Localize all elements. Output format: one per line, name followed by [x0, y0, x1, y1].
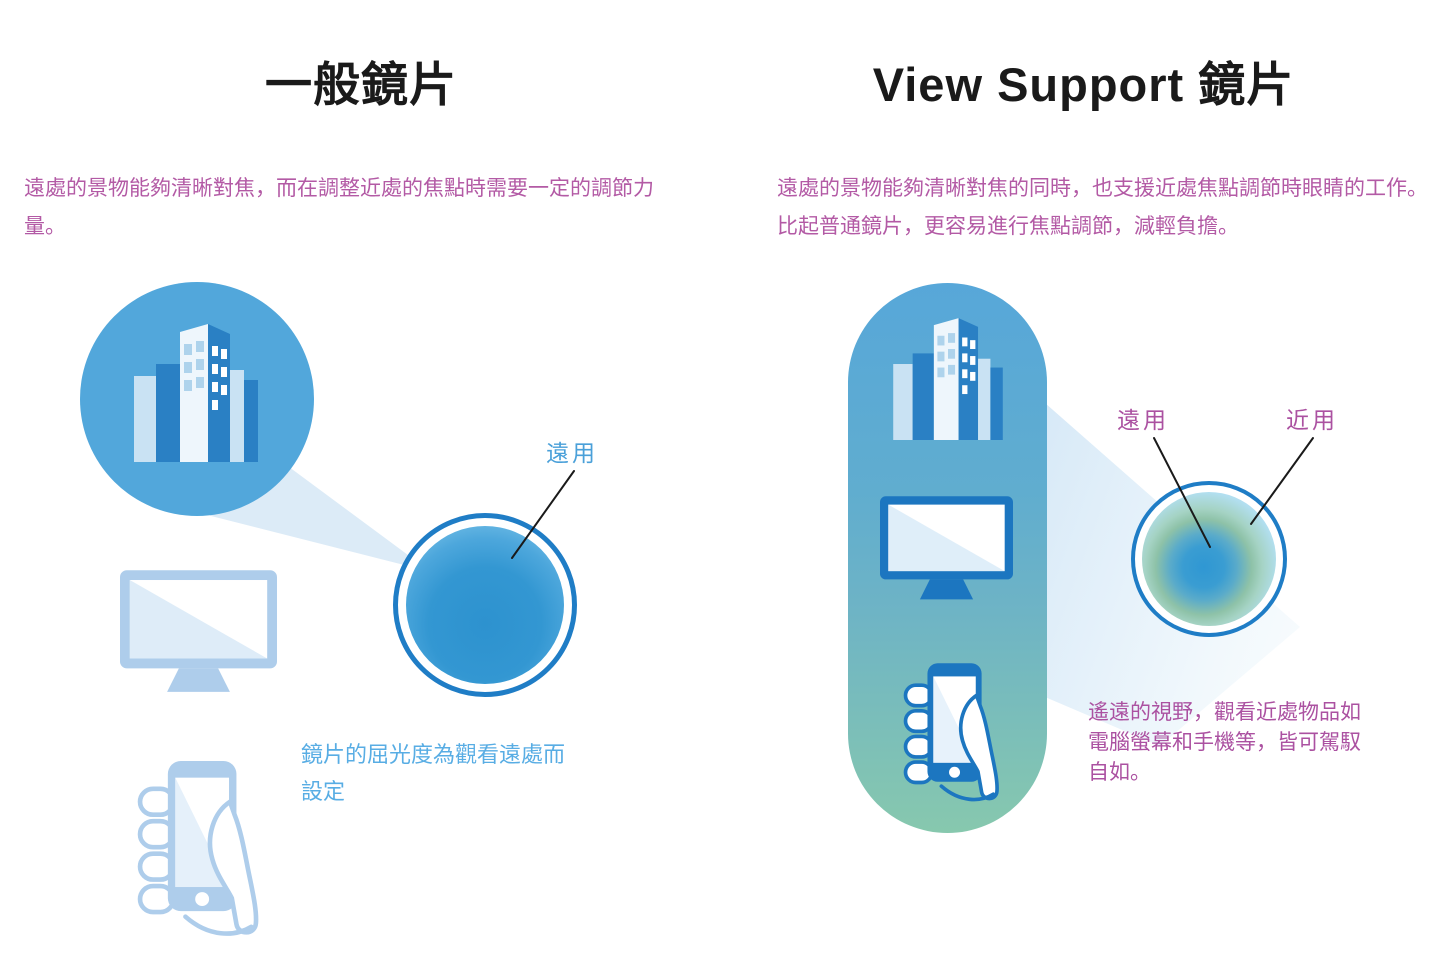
distance-use-label: 遠用 — [1117, 407, 1169, 433]
caption-line: 鏡片的屈光度為觀看遠處而 — [301, 742, 566, 767]
buildings-icon — [893, 318, 1003, 440]
description-line: 比起普通鏡片，更容易進行焦點調節，減輕負擔。 — [777, 215, 1239, 238]
lens-distance-and-near-zones — [1142, 492, 1276, 626]
caption-line: 遙遠的視野，觀看近處物品如 — [1088, 701, 1361, 724]
lens-icon — [1131, 481, 1287, 637]
caption-line: 設定 — [301, 779, 346, 804]
view-support-lens-title: View Support 鏡片 — [872, 58, 1295, 111]
description-line: 量。 — [24, 215, 66, 238]
regular-lens-caption: 鏡片的屈光度為觀看遠處而 設定 — [301, 736, 565, 810]
distant-scene-circle — [80, 282, 314, 516]
description-line: 遠處的景物能夠清晰對焦，而在調整近處的焦點時需要一定的調節力 — [24, 177, 654, 200]
regular-lens-description: 遠處的景物能夠清晰對焦，而在調整近處的焦點時需要一定的調節力 量。 — [24, 170, 654, 246]
lens-distance-zone — [406, 526, 564, 684]
near-use-label: 近用 — [1286, 407, 1338, 433]
caption-line: 電腦螢幕和手機等，皆可駕馭 — [1088, 731, 1361, 754]
monitor-icon — [880, 496, 1013, 600]
lens-icon — [393, 513, 577, 697]
monitor-icon — [120, 570, 277, 692]
buildings-icon — [134, 324, 258, 462]
near-and-far-scene-pill — [848, 283, 1047, 833]
regular-lens-title: 一般鏡片 — [265, 58, 457, 111]
phone-in-hand-icon — [137, 760, 259, 936]
phone-in-hand-icon — [903, 663, 999, 802]
description-line: 遠處的景物能夠清晰對焦的同時，也支援近處焦點調節時眼睛的工作。 — [777, 177, 1428, 200]
distance-use-label: 遠用 — [546, 440, 598, 466]
view-support-caption: 遙遠的視野，觀看近處物品如 電腦螢幕和手機等，皆可駕馭 自如。 — [1088, 698, 1361, 788]
caption-line: 自如。 — [1088, 761, 1151, 784]
view-support-description: 遠處的景物能夠清晰對焦的同時，也支援近處焦點調節時眼睛的工作。 比起普通鏡片，更… — [777, 170, 1428, 246]
